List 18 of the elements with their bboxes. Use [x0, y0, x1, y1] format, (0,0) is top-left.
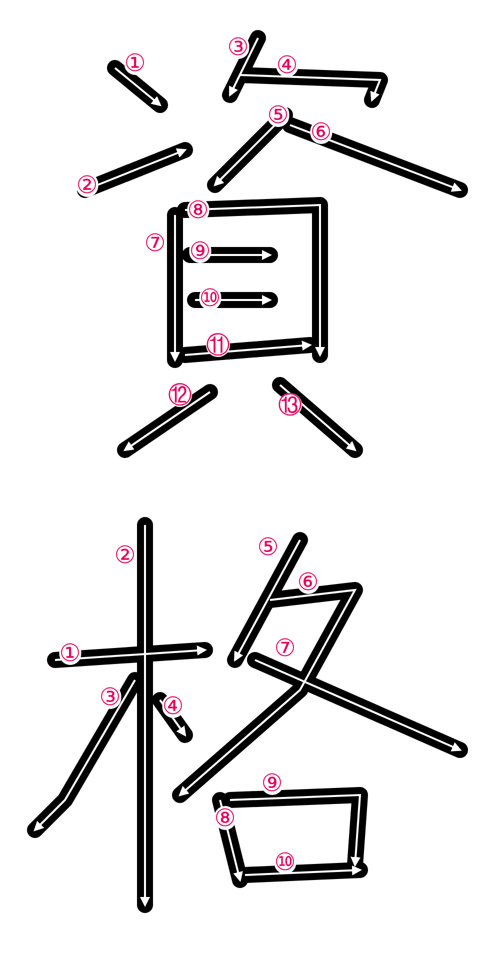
stroke-number: ④: [276, 53, 298, 77]
stroke-number: ⑥: [297, 570, 319, 594]
stroke-number: ③: [99, 685, 121, 709]
stroke-number: ⑬: [278, 393, 302, 417]
stroke-number: ①: [59, 641, 81, 665]
stroke-number: ⑥: [310, 120, 332, 144]
stroke-number: ⑫: [168, 383, 192, 407]
stroke-number: ①: [124, 51, 146, 75]
stroke-number: ⑧: [214, 806, 236, 830]
stroke-number: ②: [76, 173, 98, 197]
stroke-number: ⑩: [199, 286, 221, 310]
stroke-number: ⑩: [274, 850, 296, 874]
stroke-number: ⑨: [189, 239, 211, 263]
stroke-number: ⑤: [267, 103, 289, 127]
stroke-number: ④: [162, 694, 184, 718]
stroke-number: ⑨: [261, 771, 283, 795]
stroke-number: ③: [227, 35, 249, 59]
stroke-number: ⑪: [206, 333, 230, 357]
